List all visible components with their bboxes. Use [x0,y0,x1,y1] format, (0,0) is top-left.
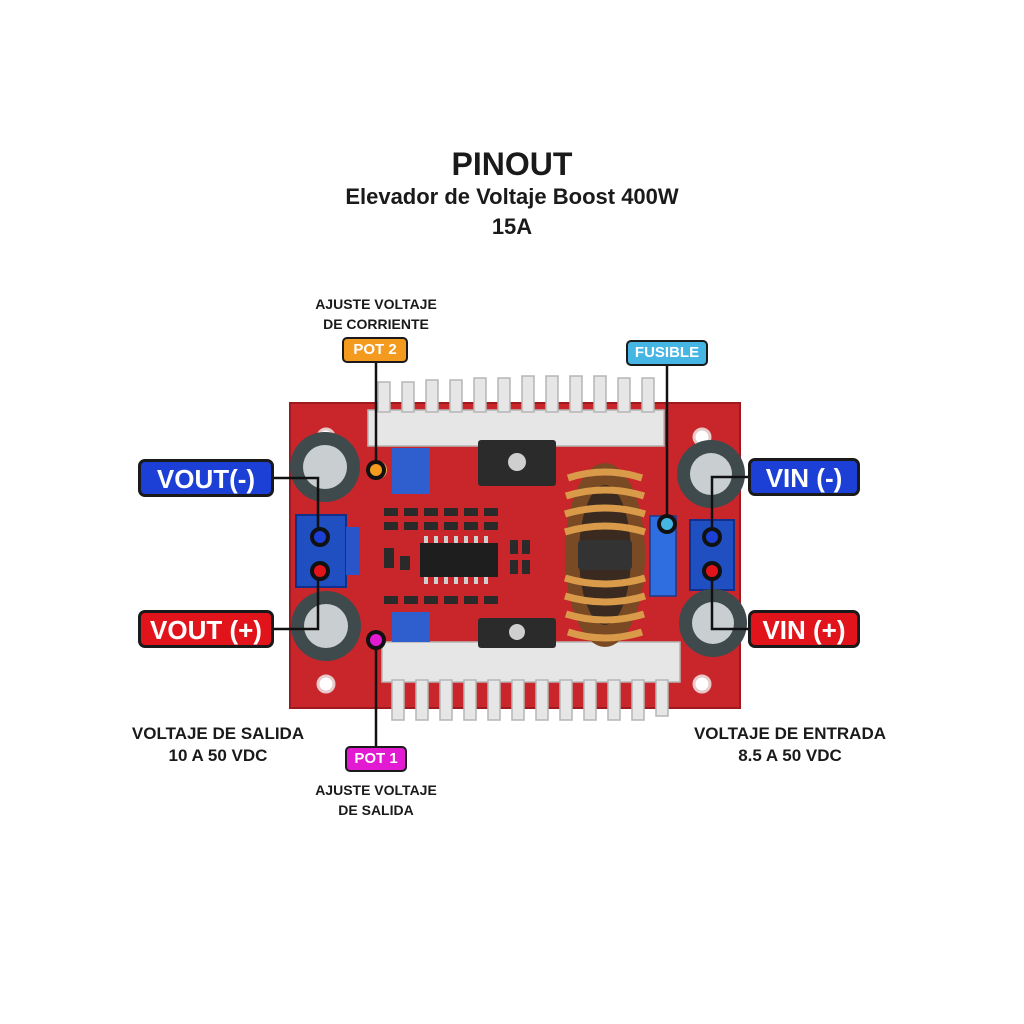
fuse-marker [657,514,677,534]
heatsink-top [367,375,665,447]
pot1-description: AJUSTE VOLTAJE DE SALIDA [296,780,456,820]
input-voltage-range: VOLTAJE DE ENTRADA 8.5 A 50 VDC [670,723,910,767]
pot1-trimmer [392,612,430,642]
pot1-marker [366,630,386,650]
inductor [563,463,647,647]
pot1-label: POT 1 [345,746,407,772]
control-ic [420,536,498,584]
vin-plus-label: VIN (+) [748,610,860,648]
page-subtitle: Elevador de Voltaje Boost 400W [345,184,679,209]
vout-minus-label: VOUT(-) [138,459,274,497]
input-range-line2: 8.5 A 50 VDC [738,746,842,765]
pin-vout-minus-marker [310,527,330,547]
page-title: PINOUT [451,146,573,182]
smd-components [384,508,530,604]
fuse-label: FUSIBLE [626,340,708,366]
vin-minus-label: VIN (-) [748,458,860,496]
input-range-line1: VOLTAJE DE ENTRADA [693,724,887,743]
pin-vout-plus-marker [310,561,330,581]
pin-vin-plus-marker [702,561,722,581]
pot2-desc-line2: DE CORRIENTE [323,316,429,332]
pot1-desc-line2: DE SALIDA [338,802,414,818]
mosfets [478,440,556,648]
pot2-marker [366,460,386,480]
pin-vin-minus-marker [702,527,722,547]
output-range-line1: VOLTAJE DE SALIDA [131,724,305,743]
heatsink-bottom [381,641,681,721]
pot2-desc-line1: AJUSTE VOLTAJE [315,296,437,312]
page-subtitle-rating: 15A [491,214,533,239]
pot2-label: POT 2 [342,337,408,363]
vout-plus-label: VOUT (+) [138,610,274,648]
output-voltage-range: VOLTAJE DE SALIDA 10 A 50 VDC [106,723,330,767]
output-range-line2: 10 A 50 VDC [168,746,268,765]
pot1-desc-line1: AJUSTE VOLTAJE [315,782,437,798]
pot2-description: AJUSTE VOLTAJE DE CORRIENTE [296,294,456,334]
leader-lines [272,360,750,746]
